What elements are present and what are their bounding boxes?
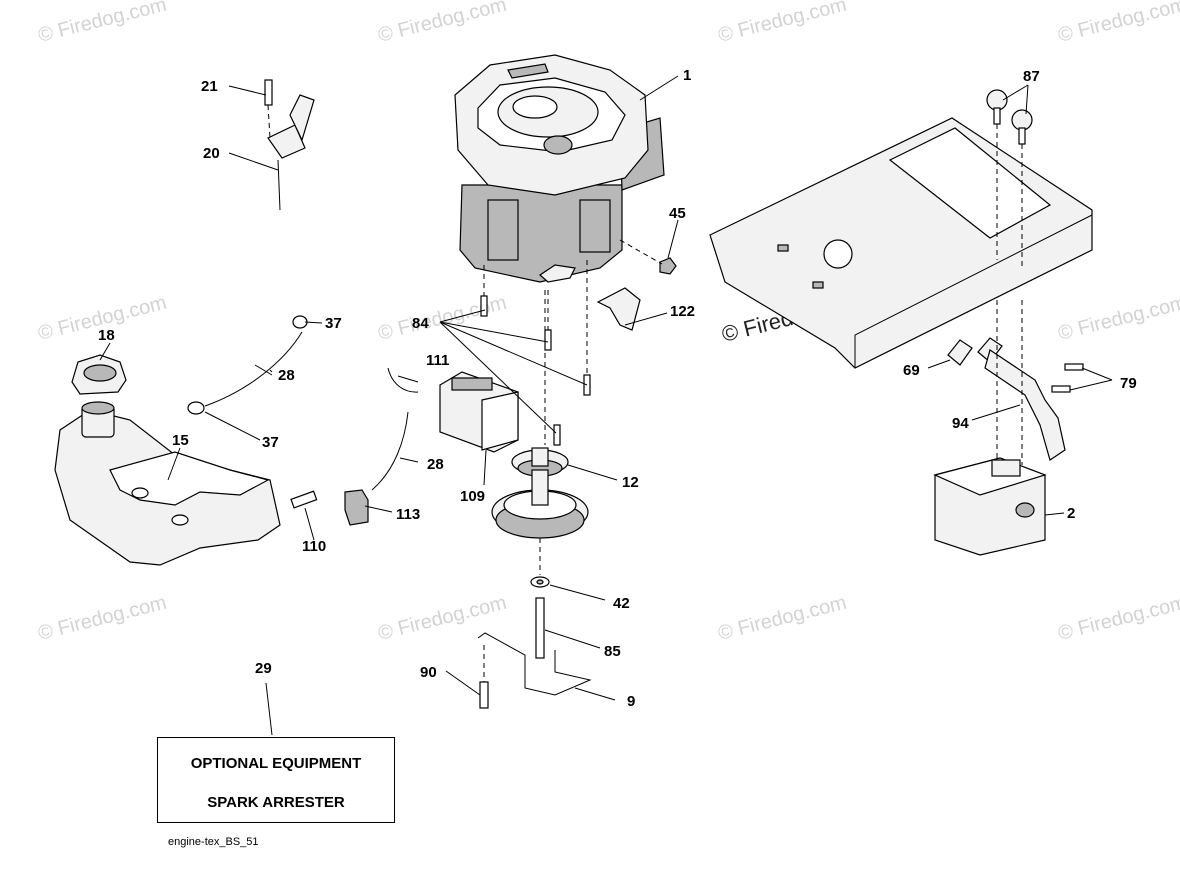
callout-1: 1 bbox=[683, 67, 691, 84]
spark-arrester-label: SPARK ARRESTER bbox=[207, 794, 345, 811]
callout-79: 79 bbox=[1120, 375, 1137, 392]
callout-45: 45 bbox=[669, 205, 686, 222]
callout-21: 21 bbox=[201, 78, 218, 95]
callout-111: 111 bbox=[426, 352, 449, 369]
clamp-37-bottom bbox=[187, 401, 205, 415]
watermark: © Firedog.com bbox=[1056, 0, 1180, 47]
callout-37a: 37 bbox=[325, 315, 342, 332]
module-109 bbox=[439, 371, 519, 453]
watermark: © Firedog.com bbox=[716, 592, 849, 645]
callout-28a: 28 bbox=[278, 367, 295, 384]
gasket-69 bbox=[947, 339, 973, 366]
watermark: © Firedog.com bbox=[376, 592, 509, 645]
hose-111 bbox=[387, 367, 419, 393]
callout-110: 110 bbox=[302, 538, 326, 555]
callout-87: 87 bbox=[1023, 68, 1040, 85]
fuel-tank-15 bbox=[54, 401, 281, 566]
bolt-90 bbox=[479, 681, 489, 709]
hose-28-left bbox=[204, 331, 303, 407]
callout-18: 18 bbox=[98, 327, 115, 344]
fuel-valve-113 bbox=[344, 489, 369, 526]
pulley-large bbox=[491, 469, 589, 539]
watermark: © Firedog.com bbox=[36, 0, 169, 47]
callout-113: 113 bbox=[396, 506, 420, 523]
callout-9: 9 bbox=[627, 693, 635, 710]
callout-28b: 28 bbox=[427, 456, 444, 473]
throttle-control-20 bbox=[264, 79, 315, 211]
pulley-12 bbox=[511, 447, 569, 477]
callout-29: 29 bbox=[255, 660, 272, 677]
fuel-cap-18 bbox=[71, 354, 127, 395]
bolts-87 bbox=[986, 89, 1033, 270]
callout-85: 85 bbox=[604, 643, 621, 660]
watermark: © Firedog.com bbox=[1056, 292, 1180, 345]
callout-2: 2 bbox=[1067, 505, 1075, 522]
callout-109: 109 bbox=[460, 488, 485, 505]
exhaust-pipe-94 bbox=[984, 349, 1066, 461]
engine bbox=[454, 54, 665, 283]
callout-15: 15 bbox=[172, 432, 189, 449]
watermark: © Firedog.com bbox=[36, 592, 169, 645]
callout-12: 12 bbox=[622, 474, 639, 491]
callout-42: 42 bbox=[613, 595, 630, 612]
callout-69: 69 bbox=[903, 362, 920, 379]
fuel-filter-110 bbox=[290, 490, 318, 509]
callout-122: 122 bbox=[670, 303, 695, 320]
callouts: 1 2 9 12 15 18 20 21 28 28 29 37 37 42 4… bbox=[98, 67, 1137, 710]
hose-28-center bbox=[371, 411, 409, 491]
callout-90: 90 bbox=[420, 664, 437, 681]
clamp-37-top bbox=[292, 315, 308, 329]
leader-lines bbox=[99, 75, 1113, 736]
callout-84: 84 bbox=[412, 315, 429, 332]
muffler-2 bbox=[933, 457, 1047, 556]
watermark: © Firedog.com bbox=[716, 0, 849, 47]
guard-122 bbox=[596, 287, 641, 331]
optional-equipment-box: OPTIONAL EQUIPMENT SPARK ARRESTER bbox=[157, 737, 395, 823]
watermark: © Firedog.com bbox=[376, 292, 509, 345]
drawing-code: engine-tex_BS_51 bbox=[168, 836, 259, 848]
bolt-85 bbox=[535, 597, 545, 659]
callout-94: 94 bbox=[952, 415, 969, 432]
bracket-9 bbox=[477, 632, 592, 696]
callout-37b: 37 bbox=[262, 434, 279, 451]
optional-equipment-label: OPTIONAL EQUIPMENT bbox=[190, 755, 362, 772]
nut-45 bbox=[659, 257, 677, 275]
callout-20: 20 bbox=[203, 145, 220, 162]
watermark: © Firedog.com bbox=[376, 0, 509, 47]
screw-79-b bbox=[1051, 385, 1071, 393]
screw-79-a bbox=[1064, 363, 1084, 371]
watermark: © Firedog.com bbox=[1056, 592, 1180, 645]
